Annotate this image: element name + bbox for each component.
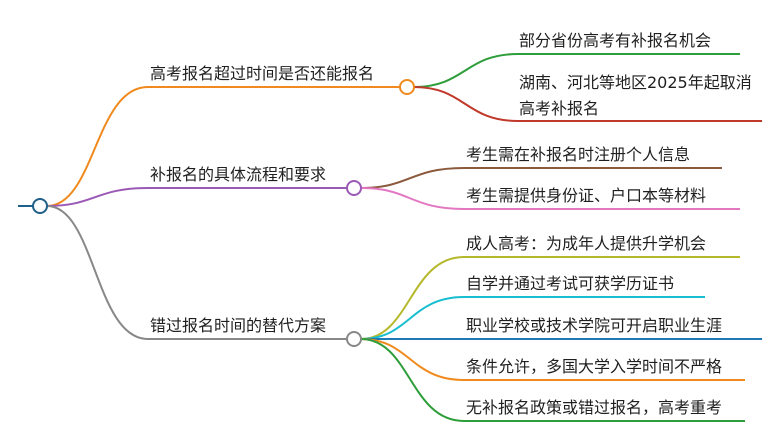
leaf-1-1-label: 部分省份高考有补报名机会 [519,31,712,50]
leaf-3-5-label: 无补报名政策或错过报名，高考重考 [466,398,723,417]
root-node [32,198,48,214]
leaf-3-3-label: 职业学校或技术学院可开启职业生涯 [466,316,723,335]
leaf-2-2-label: 考生需提供身份证、户口本等材料 [466,186,707,205]
leaf-2-1-connector [360,167,722,189]
leaf-1-2-connector [413,86,762,122]
leaf-3-5-connector [360,338,745,422]
branch-2-node [346,180,362,196]
leaf-3-2-label: 自学并通过考试可获学历证书 [466,274,675,293]
branch-3-node [346,331,362,347]
leaf-1-1-connector [413,53,740,88]
branch-2-connector [46,187,354,207]
leaf-3-2-connector [360,296,705,340]
branch-3-connector [46,205,354,340]
branch-2-label: 补报名的具体流程和要求 [150,165,327,184]
leaf-3-4-label: 条件允许，多国大学入学时间不严格 [466,357,723,376]
branch-1-node [399,79,415,95]
leaf-3-4-connector [360,338,745,381]
branch-3-label: 错过报名时间的替代方案 [150,316,327,335]
leaf-2-2-connector [360,187,740,210]
branch-1-label: 高考报名超过时间是否还能报名 [150,64,375,83]
branch-1-connector [46,86,407,207]
leaf-2-1-label: 考生需在补报名时注册个人信息 [466,145,691,164]
leaf-1-2-label: 湖南、河北等地区2025年起取消高考补报名 [519,73,752,118]
leaf-3-1-connector [360,256,740,340]
leaf-3-1-label: 成人高考：为成年人提供升学机会 [466,234,707,253]
